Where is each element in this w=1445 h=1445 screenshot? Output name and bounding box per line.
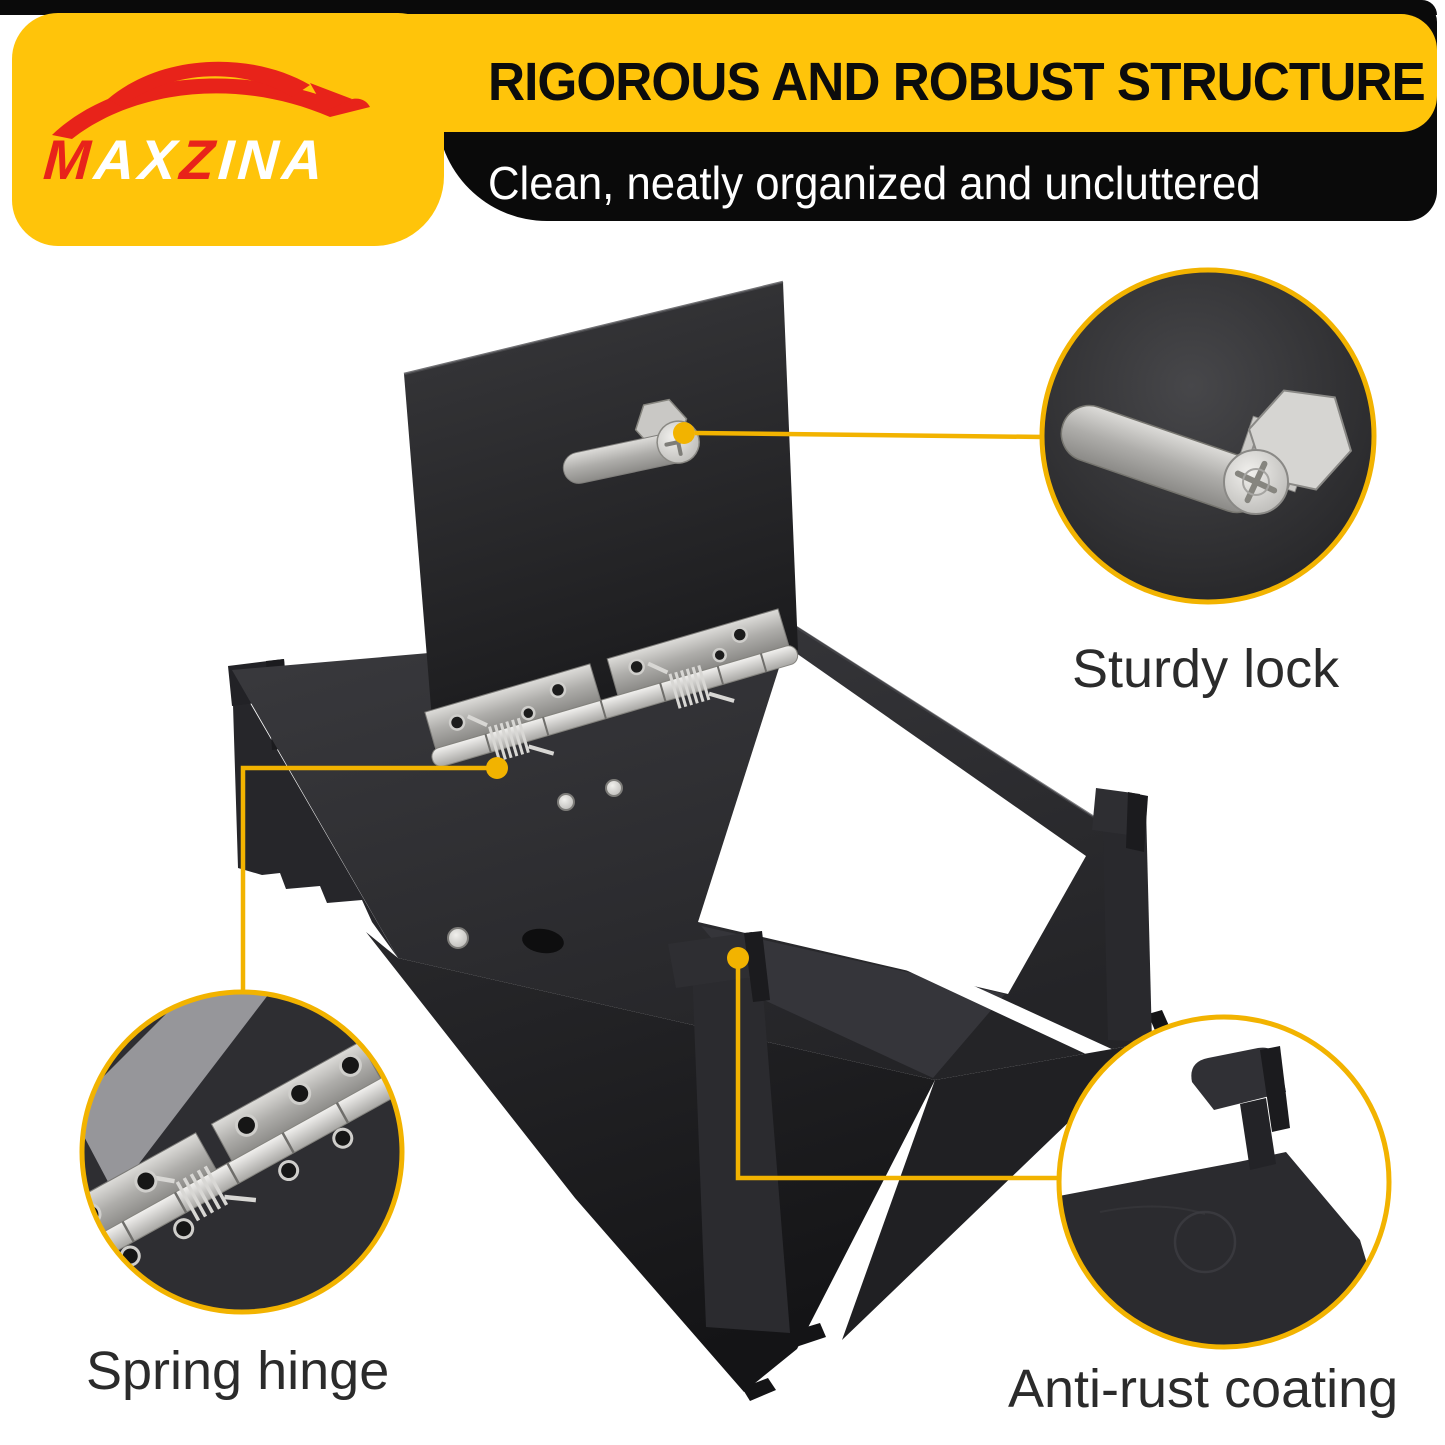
connector-line-coating (727, 947, 1059, 1181)
corner-bracket-front (668, 931, 790, 1333)
deck-opening (698, 646, 1086, 994)
lock-callout-circle (1039, 267, 1377, 605)
hinge-nuts (448, 626, 749, 731)
deck-hole (522, 928, 564, 954)
safe-box (228, 280, 1170, 1401)
brand-logo-card: MAXZINA (12, 13, 444, 246)
hinge-callout-circle (79, 989, 405, 1315)
deck-screw (447, 927, 469, 949)
inner-floor (701, 926, 1005, 1078)
banner-subtitle: Clean, neatly organized and uncluttered (488, 157, 1261, 209)
inner-gap (893, 952, 1140, 1076)
coating-hook-bracket (1191, 1046, 1290, 1170)
front-panel (366, 932, 935, 1392)
car-swoosh-icon (52, 61, 370, 139)
coating-label: Anti-rust coating (1008, 1359, 1399, 1419)
brand-logo: MAXZINA (42, 61, 370, 191)
lock-label: Sturdy lock (1072, 639, 1340, 699)
lock-screw-head (1223, 449, 1289, 515)
corner-bracket-back-right (1092, 788, 1152, 1042)
hinge-spring-coils (466, 661, 735, 762)
connector-line-lock (673, 422, 1045, 444)
coating-panel (1059, 1152, 1389, 1347)
banner-title: RIGOROUS AND ROBUST STRUCTURE (488, 52, 1426, 112)
connector-line-hinge (240, 757, 508, 992)
coating-callout-circle (1056, 1014, 1392, 1350)
brand-wordmark: MAXZINA (42, 128, 329, 191)
hinge-label: Spring hinge (86, 1341, 390, 1401)
piano-hinge (424, 608, 799, 767)
callout-connectors (240, 422, 1059, 1181)
